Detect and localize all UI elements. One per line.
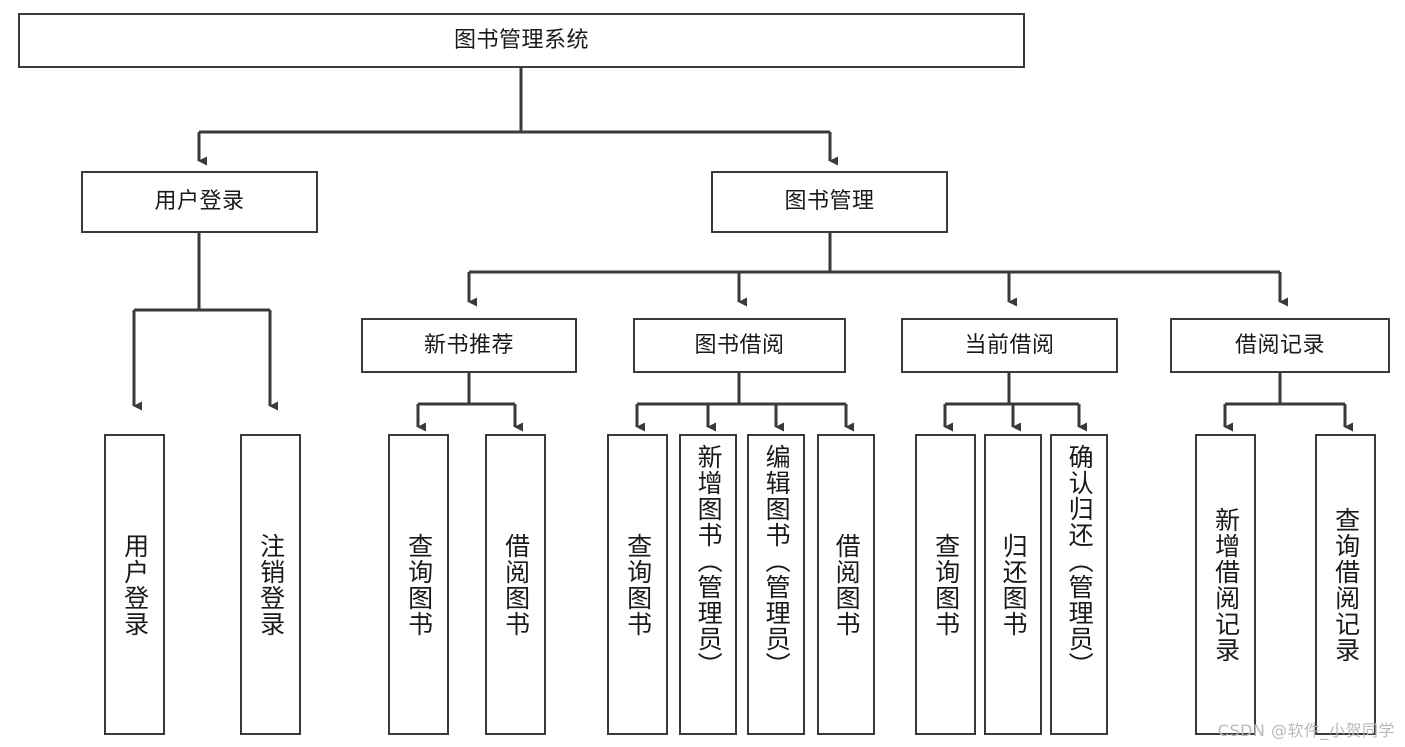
leaf-logout-login[interactable]: 注销登录 bbox=[240, 434, 301, 735]
node-current-borrow[interactable]: 当前借阅 bbox=[901, 318, 1118, 373]
leaf-borrow-edit-book-label: 编辑图书（管理员） bbox=[762, 444, 792, 678]
leaf-new-book-query-label: 查询图书 bbox=[404, 532, 434, 637]
leaf-current-confirm-return-label: 确认归还（管理员） bbox=[1065, 444, 1095, 678]
node-new-book-recommend[interactable]: 新书推荐 bbox=[361, 318, 577, 373]
leaf-current-query-book-label: 查询图书 bbox=[931, 532, 961, 637]
leaf-new-book-query[interactable]: 查询图书 bbox=[388, 434, 449, 735]
node-user-login[interactable]: 用户登录 bbox=[81, 171, 318, 233]
watermark: CSDN @软件_小贺同学 bbox=[1217, 721, 1395, 740]
leaf-user-login[interactable]: 用户登录 bbox=[104, 434, 165, 735]
leaf-user-login-label: 用户登录 bbox=[120, 532, 150, 637]
node-new-book-recommend-label: 新书推荐 bbox=[423, 332, 514, 358]
leaf-current-return-book[interactable]: 归还图书 bbox=[984, 434, 1042, 735]
node-current-borrow-label: 当前借阅 bbox=[964, 332, 1055, 358]
leaf-current-confirm-return[interactable]: 确认归还（管理员） bbox=[1050, 434, 1108, 735]
node-book-management-label: 图书管理 bbox=[784, 189, 875, 215]
leaf-record-query-label: 查询借阅记录 bbox=[1331, 506, 1361, 663]
leaf-borrow-query-book[interactable]: 查询图书 bbox=[607, 434, 668, 735]
leaf-current-return-book-label: 归还图书 bbox=[999, 532, 1029, 637]
leaf-logout-login-label: 注销登录 bbox=[256, 532, 286, 637]
node-user-login-label: 用户登录 bbox=[154, 189, 245, 215]
leaf-borrow-add-book-label: 新增图书（管理员） bbox=[694, 444, 724, 678]
node-book-borrow-label: 图书借阅 bbox=[694, 332, 785, 358]
node-root[interactable]: 图书管理系统 bbox=[18, 13, 1025, 68]
leaf-new-book-borrow-label: 借阅图书 bbox=[501, 532, 531, 637]
node-book-borrow[interactable]: 图书借阅 bbox=[633, 318, 846, 373]
node-root-label: 图书管理系统 bbox=[453, 27, 589, 53]
leaf-record-add-label: 新增借阅记录 bbox=[1211, 506, 1241, 663]
leaf-current-query-book[interactable]: 查询图书 bbox=[915, 434, 976, 735]
leaf-borrow-borrow-book-label: 借阅图书 bbox=[832, 532, 862, 637]
leaf-record-add[interactable]: 新增借阅记录 bbox=[1195, 434, 1256, 735]
leaf-borrow-query-book-label: 查询图书 bbox=[623, 532, 653, 637]
leaf-borrow-borrow-book[interactable]: 借阅图书 bbox=[817, 434, 875, 735]
leaf-borrow-edit-book[interactable]: 编辑图书（管理员） bbox=[747, 434, 805, 735]
node-borrow-record[interactable]: 借阅记录 bbox=[1170, 318, 1390, 373]
leaf-borrow-add-book[interactable]: 新增图书（管理员） bbox=[679, 434, 737, 735]
leaf-new-book-borrow[interactable]: 借阅图书 bbox=[485, 434, 546, 735]
leaf-record-query[interactable]: 查询借阅记录 bbox=[1315, 434, 1376, 735]
node-book-management[interactable]: 图书管理 bbox=[711, 171, 948, 233]
node-borrow-record-label: 借阅记录 bbox=[1234, 332, 1325, 358]
